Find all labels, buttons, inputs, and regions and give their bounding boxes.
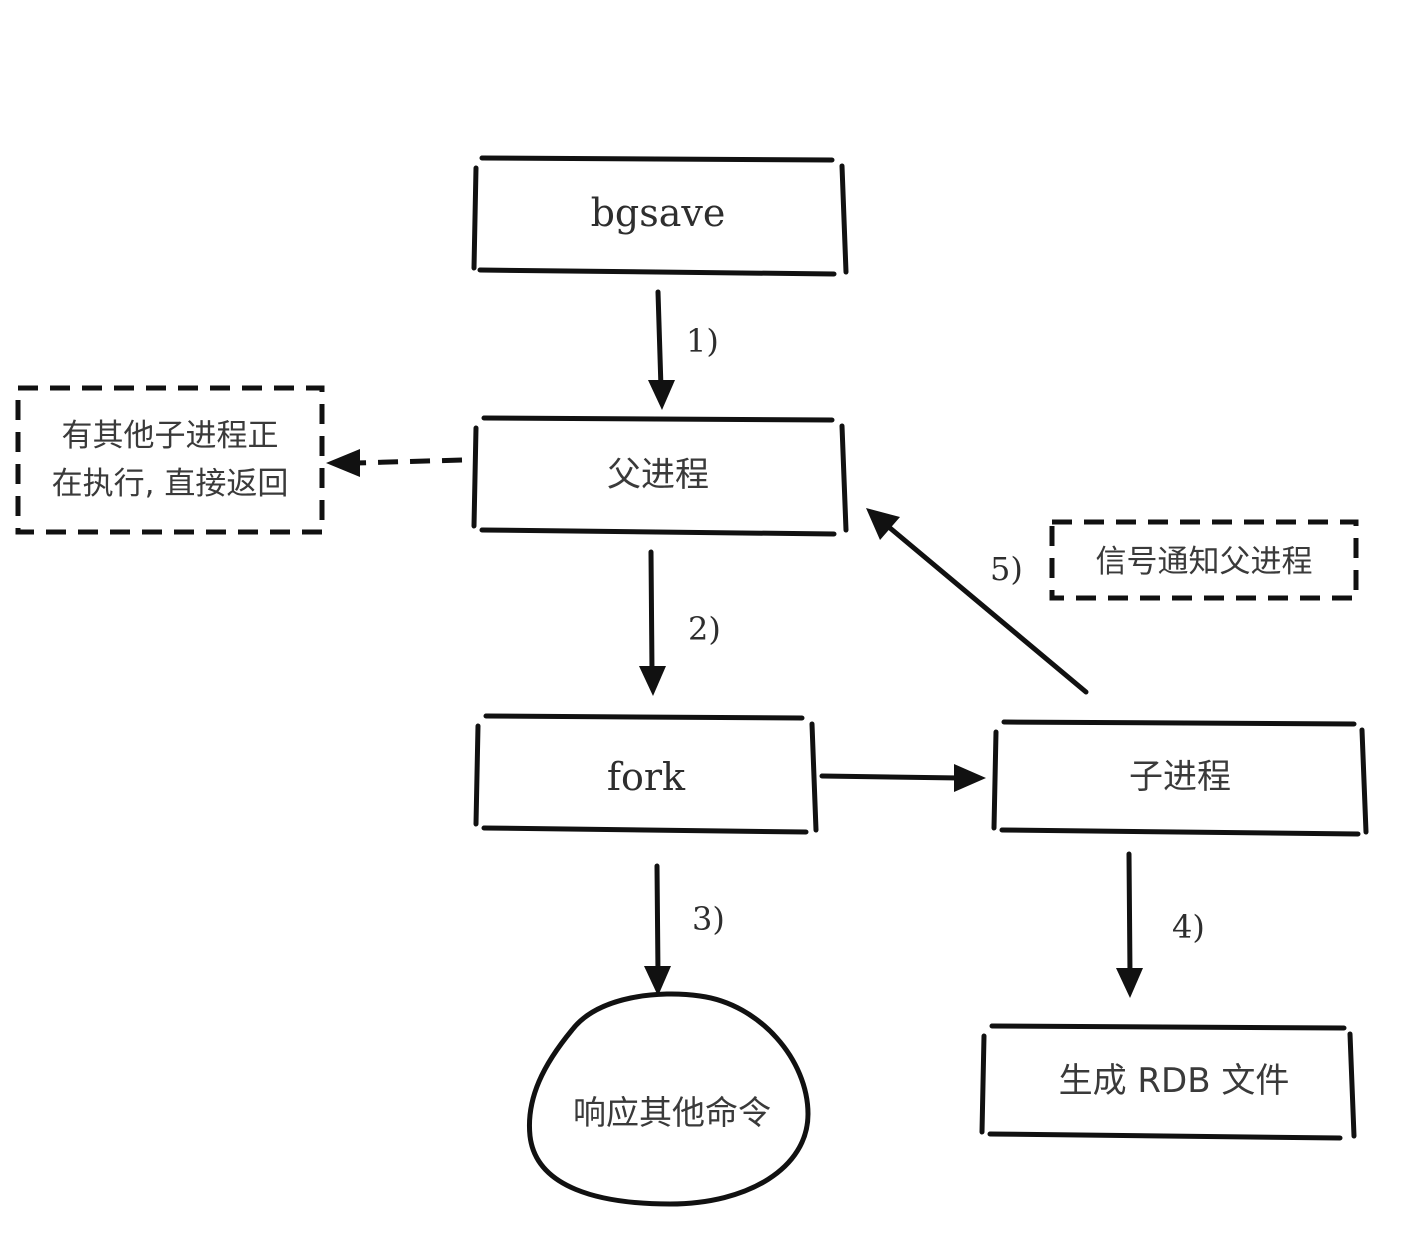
respond-other-commands-node: 响应其他命令 [526, 991, 811, 1207]
signal-note: 信号通知父进程 [1049, 519, 1359, 601]
step2-label: 2) [688, 610, 721, 648]
busy-note-line1: 有其他子进程正 [62, 418, 279, 454]
generate-rdb-node: 生成 RDB 文件 [979, 1023, 1357, 1141]
step3-label: 3) [692, 900, 725, 938]
child-process-label: 子进程 [1129, 757, 1231, 797]
step4-arrow: 4) [1116, 851, 1205, 998]
fork-to-child-arrow [819, 764, 986, 792]
step1-label: 1) [686, 322, 719, 360]
child-process-node: 子进程 [991, 719, 1369, 837]
step2-arrow: 2) [639, 549, 721, 696]
step4-label: 4) [1172, 908, 1205, 946]
parent-process-label: 父进程 [607, 455, 709, 495]
fork-node: fork [473, 713, 819, 835]
step1-arrow: 1) [648, 289, 719, 410]
busy-note: 有其他子进程正 在执行, 直接返回 [15, 385, 325, 535]
respond-other-commands-label: 响应其他命令 [573, 1093, 771, 1132]
generate-rdb-label: 生成 RDB 文件 [1059, 1061, 1290, 1101]
parent-process-node: 父进程 [471, 415, 849, 537]
fork-label: fork [607, 755, 686, 799]
step5-label: 5) [990, 550, 1023, 588]
bgsave-node: bgsave [471, 155, 849, 277]
step5-arrow: 5) [866, 508, 1089, 695]
busy-note-line2: 在执行, 直接返回 [52, 466, 289, 502]
bgsave-label: bgsave [591, 191, 726, 235]
busy-return-arrow [326, 449, 463, 477]
signal-note-label: 信号通知父进程 [1096, 544, 1313, 580]
step3-arrow: 3) [644, 863, 725, 996]
